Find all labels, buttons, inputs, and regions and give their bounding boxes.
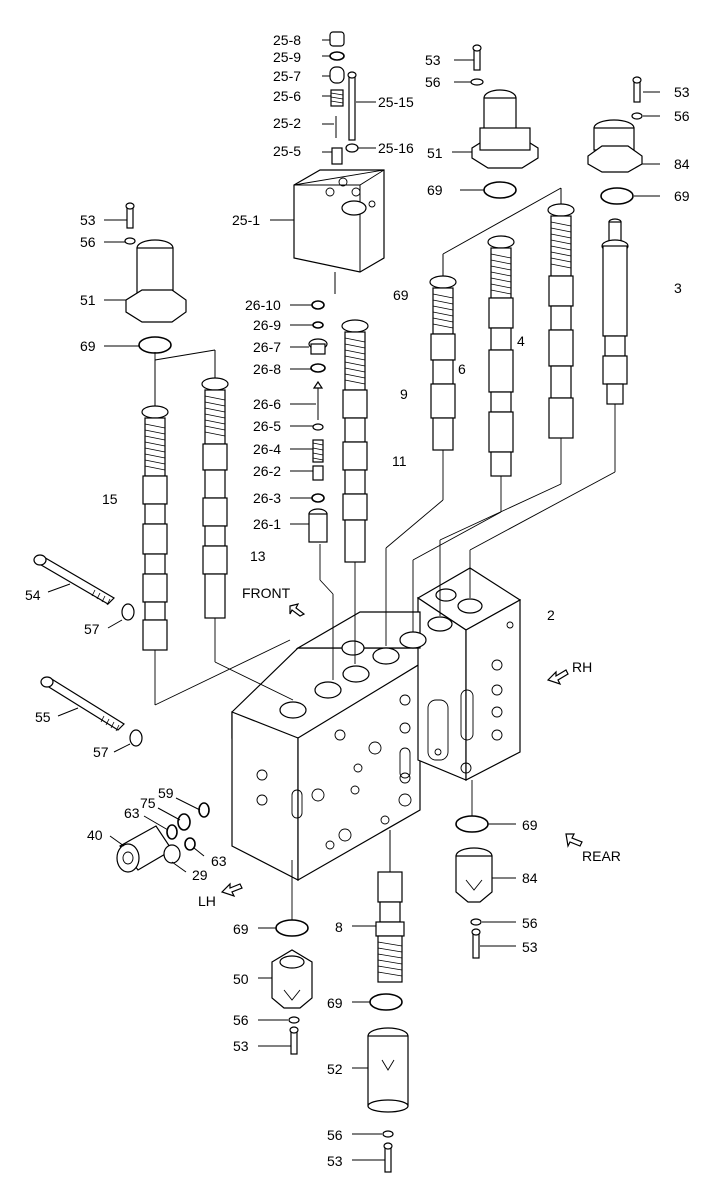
label-lh: LH: [198, 893, 216, 909]
label-53-left: 53: [80, 212, 96, 228]
label-55: 55: [35, 709, 51, 725]
label-25-5: 25-5: [273, 143, 301, 159]
label-84-top-right: 84: [674, 156, 690, 172]
spool-11: [341, 319, 369, 563]
spool-3: [601, 218, 629, 405]
bolts-left: [33, 554, 143, 753]
label-75: 75: [140, 795, 156, 811]
valve-body: [231, 567, 522, 882]
label-69-bottom-center: 69: [327, 995, 343, 1011]
label-26-9: 26-9: [253, 317, 281, 333]
label-25-8: 25-8: [273, 32, 301, 48]
label-26-4: 26-4: [253, 441, 281, 457]
label-56-top-right: 56: [674, 108, 690, 124]
label-56-left: 56: [80, 234, 96, 250]
label-26-6: 26-6: [253, 396, 281, 412]
label-25-9: 25-9: [273, 49, 301, 65]
label-53-top-mid: 53: [425, 52, 441, 68]
solenoid-51-top: [452, 44, 539, 199]
label-4: 4: [517, 333, 525, 349]
label-69-right: 69: [522, 817, 538, 833]
solenoid-51-left: [104, 202, 187, 354]
label-57-lower: 57: [93, 744, 109, 760]
label-56-top-mid: 56: [425, 74, 441, 90]
assembly-lines: [154, 352, 616, 920]
label-52: 52: [327, 1061, 343, 1077]
spool-15: [141, 349, 216, 651]
label-50: 50: [233, 971, 249, 987]
rear-arrow-icon: [565, 833, 583, 848]
label-56-bottom-center: 56: [327, 1127, 343, 1143]
label-3: 3: [674, 280, 682, 296]
label-26-3: 26-3: [253, 490, 281, 506]
label-26-10: 26-10: [245, 297, 281, 313]
direction-arrows: [220, 603, 583, 898]
label-26-1: 26-1: [253, 516, 281, 532]
solenoid-52: [352, 993, 409, 1173]
label-25-6: 25-6: [273, 88, 301, 104]
label-25-15: 25-15: [378, 94, 414, 110]
parts-left-small: [109, 797, 210, 873]
label-9: 9: [400, 386, 408, 402]
label-69-bottom-left: 69: [233, 921, 249, 937]
label-26-7: 26-7: [253, 339, 281, 355]
label-56-right: 56: [522, 915, 538, 931]
label-63-lower: 63: [211, 853, 227, 869]
label-63-upper: 63: [124, 805, 140, 821]
label-25-2: 25-2: [273, 115, 301, 131]
label-57-upper: 57: [84, 621, 100, 637]
rh-arrow-icon: [546, 669, 569, 686]
solenoid-84-bottom: [455, 815, 516, 959]
label-15: 15: [102, 491, 118, 507]
cover-block-25-1: [270, 31, 385, 294]
label-51-left: 51: [80, 292, 96, 308]
label-54: 54: [25, 587, 41, 603]
label-11: 11: [392, 453, 407, 469]
spool-4: [442, 187, 575, 439]
label-rh: RH: [572, 659, 592, 675]
label-84-bottom: 84: [522, 870, 538, 886]
solenoid-50: [258, 919, 313, 1055]
label-29: 29: [192, 867, 208, 883]
label-69-top-mid: 69: [427, 182, 443, 198]
label-2: 2: [547, 607, 555, 623]
spool-13: [201, 377, 229, 619]
label-69-top-right: 69: [674, 188, 690, 204]
label-26-8: 26-8: [253, 361, 281, 377]
label-6: 6: [458, 361, 466, 377]
label-53-bottom-center: 53: [327, 1153, 343, 1169]
spool-6: [487, 235, 515, 477]
label-53-bottom-left: 53: [233, 1038, 249, 1054]
label-25-7: 25-7: [273, 68, 301, 84]
label-56-bottom-left: 56: [233, 1012, 249, 1028]
label-front: FRONT: [242, 585, 291, 601]
label-25-1: 25-1: [232, 212, 260, 228]
solenoid-84-top: [587, 76, 660, 205]
spool-8: [352, 830, 405, 983]
label-69-center: 69: [393, 287, 409, 303]
label-69-left: 69: [80, 338, 96, 354]
lh-arrow-icon: [220, 882, 243, 898]
label-26-2: 26-2: [253, 463, 281, 479]
label-51-top-mid: 51: [427, 145, 443, 161]
part-labels: 25-8 25-9 25-7 25-6 25-15 25-2 25-5 25-1…: [25, 32, 690, 1169]
label-rear: REAR: [582, 848, 621, 864]
label-26-5: 26-5: [253, 418, 281, 434]
label-8: 8: [335, 919, 343, 935]
front-arrow-icon: [289, 603, 306, 617]
label-53-top-right: 53: [674, 84, 690, 100]
label-59: 59: [158, 785, 174, 801]
parts-26-series: [290, 300, 328, 543]
label-13: 13: [250, 548, 266, 564]
label-25-16: 25-16: [378, 140, 414, 156]
spool-9: [429, 275, 457, 451]
label-53-right: 53: [522, 939, 538, 955]
label-40: 40: [87, 827, 103, 843]
